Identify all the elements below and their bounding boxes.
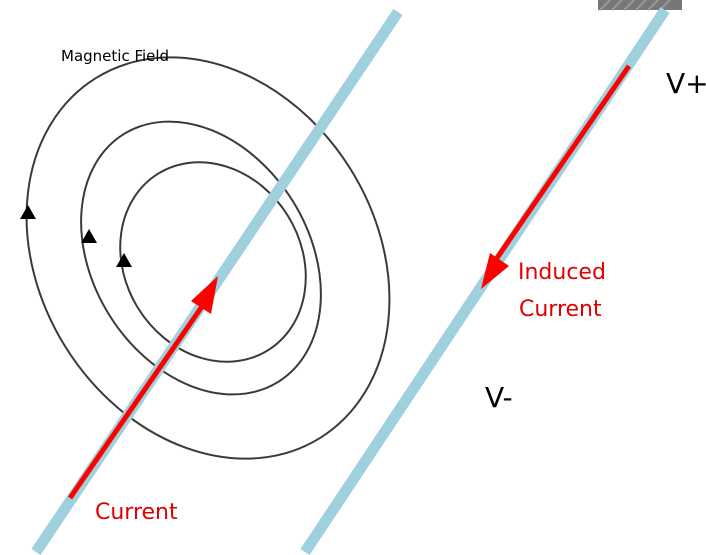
magnetic-field-label: Magnetic Field bbox=[61, 47, 169, 65]
field-loop-inner bbox=[119, 161, 307, 363]
v-minus-label: V- bbox=[485, 381, 513, 414]
field-loop-outer bbox=[25, 56, 391, 460]
field-arrow-middle-icon bbox=[81, 229, 97, 243]
induced-current-label-line2: Current bbox=[519, 297, 602, 322]
induced-current-arrow bbox=[481, 64, 632, 289]
magnetic-field-lines bbox=[25, 56, 391, 460]
induced-current-arrowhead-icon bbox=[481, 253, 509, 289]
current-arrowhead-icon bbox=[191, 276, 218, 314]
current-arrow bbox=[67, 276, 218, 500]
induced-current-label-line1: Induced bbox=[518, 260, 606, 285]
field-direction-arrows bbox=[20, 205, 132, 267]
field-arrow-outer-icon bbox=[20, 205, 36, 219]
field-arrow-inner-icon bbox=[116, 253, 132, 267]
v-plus-label: V+ bbox=[666, 67, 706, 100]
field-loop-middle bbox=[80, 120, 322, 396]
corner-hatch-mark bbox=[598, 0, 682, 11]
current-label: Current bbox=[95, 500, 178, 525]
